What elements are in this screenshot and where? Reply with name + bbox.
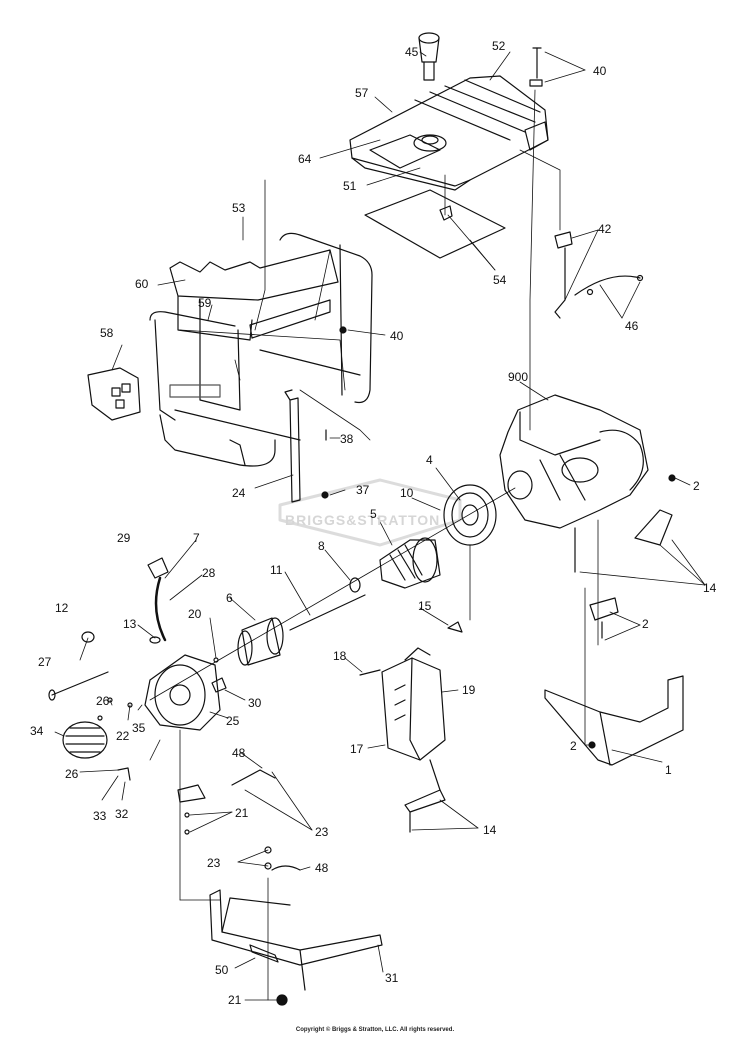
callout: 19 bbox=[462, 683, 476, 697]
muffler-bracket bbox=[404, 759, 446, 813]
callout: 2 bbox=[693, 479, 700, 493]
part-callouts: 45 52 40 57 64 51 53 54 42 60 59 46 40 5… bbox=[30, 39, 717, 1007]
brush-assembly bbox=[147, 557, 169, 642]
frame-brace bbox=[284, 389, 301, 503]
callout: 2 bbox=[642, 617, 649, 631]
callout: 48 bbox=[232, 746, 246, 760]
callout: 31 bbox=[385, 971, 399, 985]
callout: 60 bbox=[135, 277, 149, 291]
small-hardware bbox=[81, 621, 463, 781]
callout: 14 bbox=[703, 581, 717, 595]
callout: 2 bbox=[570, 739, 577, 753]
callout: 24 bbox=[232, 486, 246, 500]
callout: 5 bbox=[370, 507, 377, 521]
end-bell-housing bbox=[144, 654, 221, 731]
callout: 7 bbox=[193, 531, 200, 545]
fan bbox=[443, 484, 497, 546]
base-rail-right bbox=[544, 675, 684, 766]
callout: 12 bbox=[55, 601, 69, 615]
copyright-notice: Copyright © Briggs & Stratton, LLC. All … bbox=[295, 1027, 455, 1033]
callout: 21 bbox=[228, 993, 242, 1007]
callout: 26 bbox=[96, 694, 110, 708]
callout: 58 bbox=[100, 326, 114, 340]
fuel-tank bbox=[349, 75, 549, 191]
fuel-shutoff-valve bbox=[554, 231, 644, 319]
callout: 29 bbox=[117, 531, 131, 545]
callout: 26 bbox=[65, 767, 79, 781]
washer bbox=[349, 577, 361, 593]
callout: 27 bbox=[38, 655, 52, 669]
callout: 42 bbox=[598, 222, 612, 236]
generator-frame bbox=[149, 232, 373, 467]
callout: 21 bbox=[235, 806, 249, 820]
callout: 8 bbox=[318, 539, 325, 553]
callout: 23 bbox=[315, 825, 329, 839]
callout: 45 bbox=[405, 45, 419, 59]
callout: 17 bbox=[350, 742, 364, 756]
callout: 6 bbox=[226, 591, 233, 605]
callout: 14 bbox=[483, 823, 497, 837]
callout: 37 bbox=[356, 483, 370, 497]
engine-bracket bbox=[589, 509, 673, 621]
callout: 64 bbox=[298, 152, 312, 166]
callout: 15 bbox=[418, 599, 432, 613]
callout: 13 bbox=[123, 617, 137, 631]
callout: 48 bbox=[315, 861, 329, 875]
callout: 40 bbox=[593, 64, 607, 78]
callout: 20 bbox=[188, 607, 202, 621]
callout: 23 bbox=[207, 856, 221, 870]
base-rail-left bbox=[209, 889, 383, 991]
fuel-cap bbox=[418, 32, 440, 81]
rubber-feet bbox=[177, 326, 676, 1006]
callout: 51 bbox=[343, 179, 357, 193]
rotor bbox=[379, 537, 441, 589]
tank-screws bbox=[529, 47, 543, 87]
callout: 900 bbox=[508, 370, 528, 384]
callout: 4 bbox=[426, 453, 433, 467]
stator bbox=[237, 617, 284, 666]
callout: 52 bbox=[492, 39, 506, 53]
callout: 1 bbox=[665, 763, 672, 777]
callout: 22 bbox=[116, 729, 130, 743]
callout: 50 bbox=[215, 963, 229, 977]
muffler bbox=[381, 647, 446, 761]
callout: 59 bbox=[198, 296, 212, 310]
ground-wires bbox=[231, 769, 301, 871]
callout: 32 bbox=[115, 807, 129, 821]
callout: 40 bbox=[390, 329, 404, 343]
callout: 54 bbox=[493, 273, 507, 287]
callout: 57 bbox=[355, 86, 369, 100]
callout: 10 bbox=[400, 486, 414, 500]
end-cover bbox=[62, 721, 108, 759]
callout: 30 bbox=[248, 696, 262, 710]
through-bolt bbox=[149, 487, 516, 701]
callout: 28 bbox=[202, 566, 216, 580]
callout: 46 bbox=[625, 319, 639, 333]
callout: 18 bbox=[333, 649, 347, 663]
callout: 53 bbox=[232, 201, 246, 215]
callout: 35 bbox=[132, 721, 146, 735]
callout: 33 bbox=[93, 809, 107, 823]
callout: 34 bbox=[30, 724, 44, 738]
callout: 25 bbox=[226, 714, 240, 728]
brand-watermark-text: BRIGGS&STRATTON bbox=[285, 512, 440, 528]
callout: 38 bbox=[340, 432, 354, 446]
leader-lines bbox=[54, 51, 706, 1001]
long-bolt bbox=[48, 671, 109, 701]
tank-pad bbox=[364, 189, 506, 259]
callout: 11 bbox=[270, 563, 283, 577]
outlet-panel bbox=[87, 367, 141, 421]
engine bbox=[499, 394, 649, 529]
